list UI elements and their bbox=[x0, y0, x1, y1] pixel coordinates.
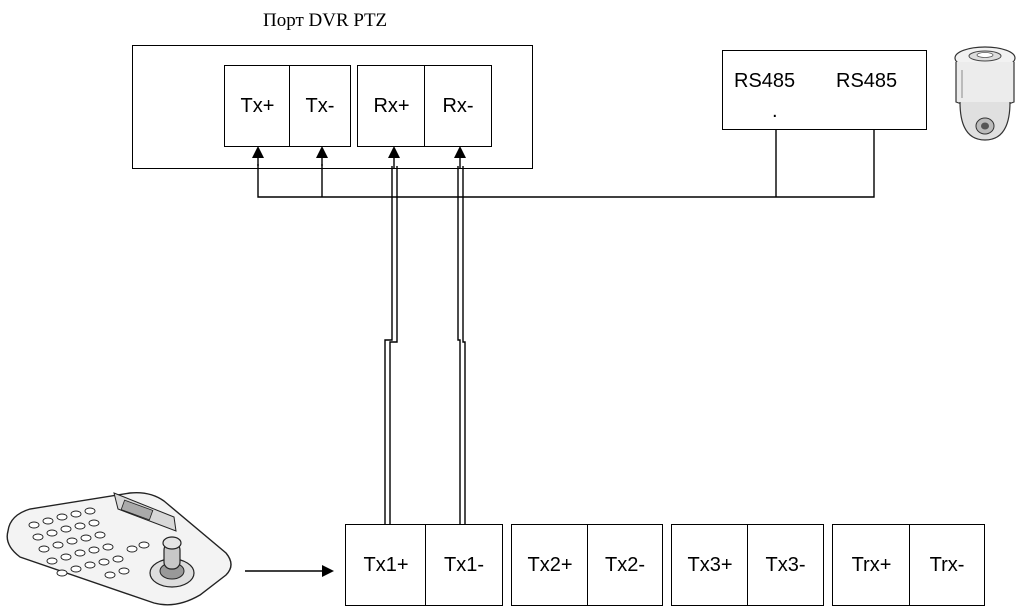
rx-minus-wire bbox=[457, 166, 461, 524]
ptz-dome-camera-icon bbox=[954, 46, 1016, 141]
rs485-bus-wire bbox=[257, 130, 875, 198]
dvr-pin-tx-minus: Tx- bbox=[289, 65, 351, 147]
rx-plus-wire-inner bbox=[389, 166, 398, 524]
dvr-pin-rx-minus: Rx- bbox=[424, 65, 492, 147]
camera-pin-rs485-a: RS485 bbox=[734, 70, 796, 92]
camera-pin-rs485-b: RS485 bbox=[836, 70, 898, 92]
kbd-pin-trx-minus: Trx- bbox=[909, 524, 985, 606]
kbd-pin-trx-plus: Trx+ bbox=[832, 524, 911, 606]
kbd-pin-tx1-minus: Tx1- bbox=[425, 524, 503, 606]
camera-pin-dot: . bbox=[772, 100, 778, 122]
dvr-port-title: Порт DVR PTZ bbox=[263, 10, 388, 31]
kbd-pin-tx2-plus: Tx2+ bbox=[511, 524, 589, 606]
rx-plus-wire bbox=[384, 166, 393, 524]
kbd-pin-tx2-minus: Tx2- bbox=[587, 524, 663, 606]
ptz-keyboard-controller-icon bbox=[6, 491, 232, 606]
rx-minus-wire-inner bbox=[462, 166, 466, 524]
camera-rs485-block bbox=[722, 50, 927, 130]
kbd-pin-tx3-minus: Tx3- bbox=[747, 524, 824, 606]
kbd-pin-tx3-plus: Tx3+ bbox=[671, 524, 749, 606]
kbd-pin-tx1-plus: Tx1+ bbox=[345, 524, 427, 606]
dvr-pin-tx-plus: Tx+ bbox=[224, 65, 291, 147]
